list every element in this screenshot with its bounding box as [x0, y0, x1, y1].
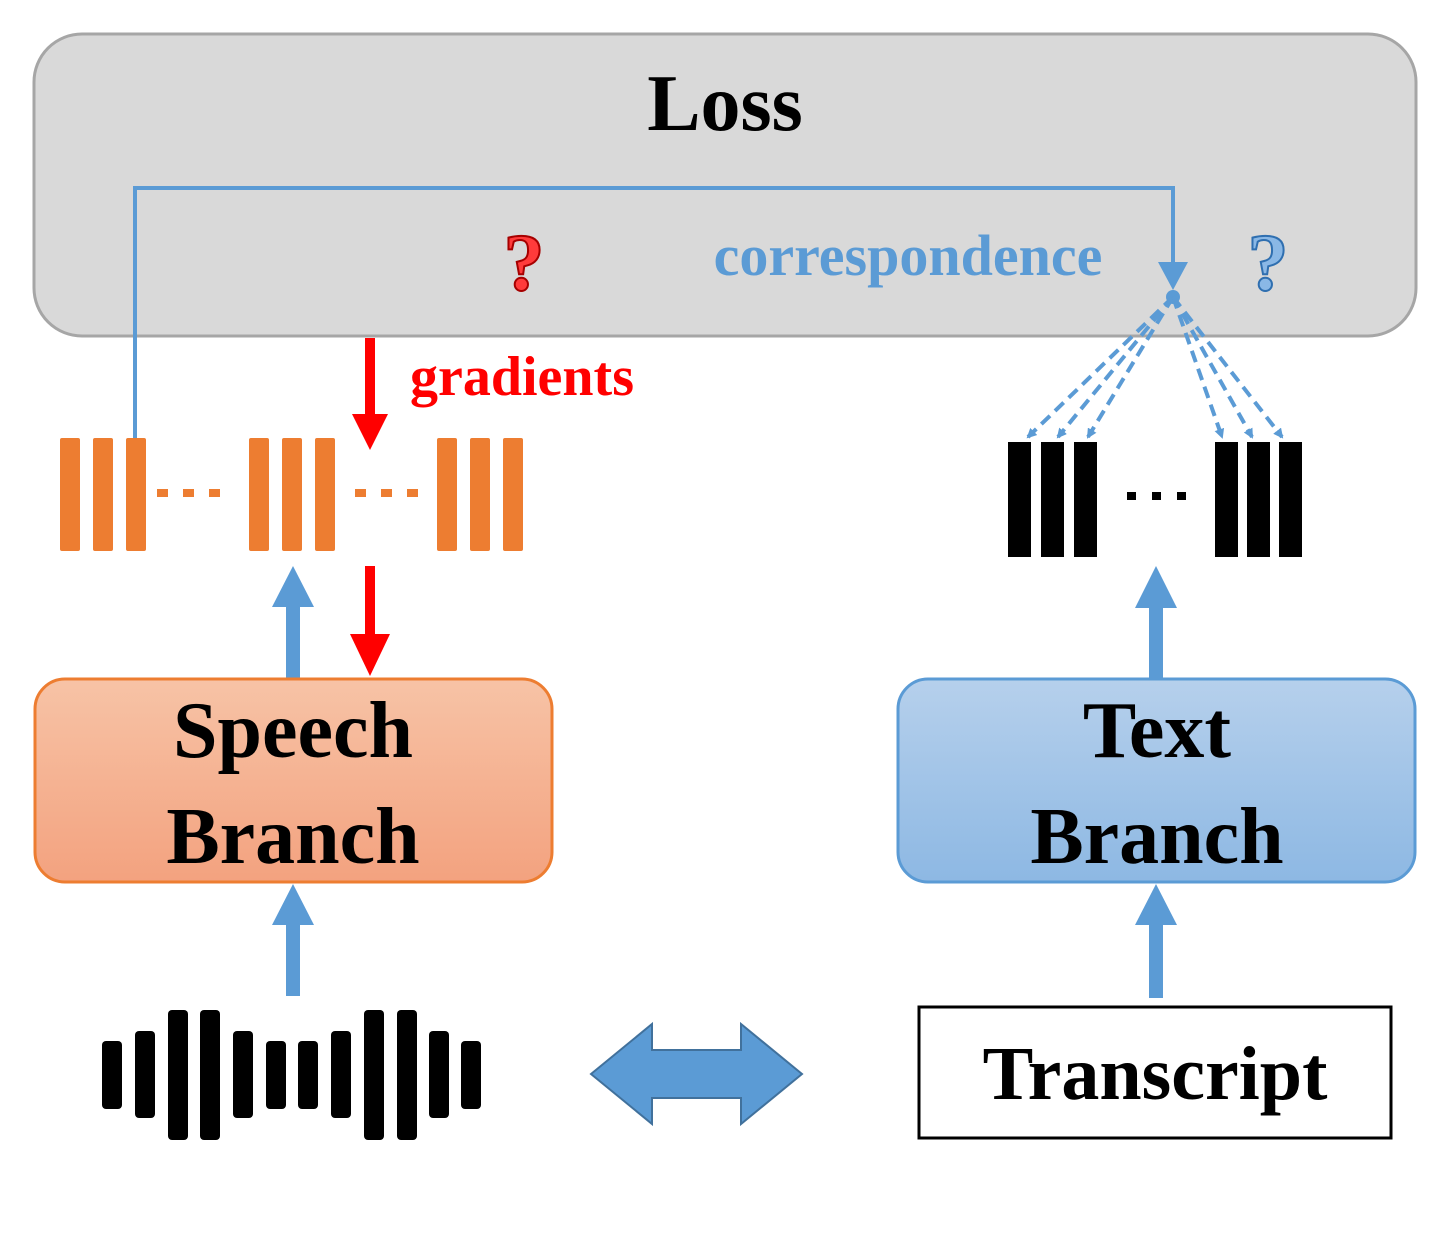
gradients-arrow-top: [352, 338, 388, 450]
loss-label: Loss: [647, 60, 803, 148]
text-branch-box: Text Branch: [896, 677, 1417, 884]
speech-branch-line2: Branch: [166, 793, 419, 881]
question-mark-blue-icon: ?: [1248, 217, 1289, 308]
speech-features: [60, 438, 523, 551]
correspondence-label: correspondence: [714, 223, 1103, 288]
gradients-label: gradients: [410, 346, 634, 408]
transcript-label: Transcript: [983, 1032, 1328, 1116]
text-input-arrow: [1135, 884, 1177, 998]
speech-branch-box: Speech Branch: [33, 677, 554, 884]
question-mark-red-icon: ?: [504, 217, 545, 308]
speech-branch-line1: Speech: [173, 687, 413, 775]
text-branch-line2: Branch: [1030, 793, 1283, 881]
loss-box: Loss: [32, 32, 1418, 338]
speech-input-arrow: [272, 884, 314, 996]
dashed-correspondence-arrows: [1026, 295, 1284, 439]
bidirectional-arrow-icon: [589, 1021, 804, 1127]
text-features: [1008, 442, 1302, 557]
waveform-icon: [102, 1010, 481, 1140]
transcript-box: Transcript: [917, 1005, 1393, 1140]
text-branch-output-arrow: [1135, 566, 1177, 678]
gradients-arrow-bottom: [350, 566, 390, 676]
speech-branch-output-arrow: [272, 566, 314, 678]
text-branch-line1: Text: [1083, 687, 1232, 775]
